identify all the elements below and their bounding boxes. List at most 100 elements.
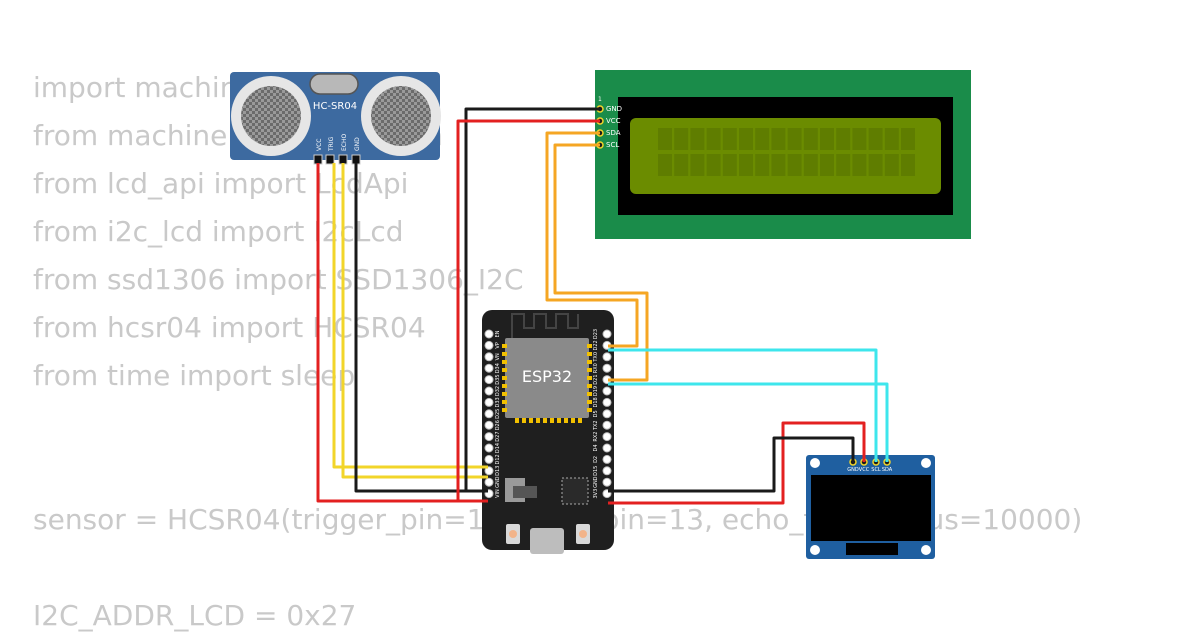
- sensor-crystal: [309, 73, 359, 95]
- esp32-pin[interactable]: [484, 420, 494, 430]
- module-pad: [502, 352, 507, 356]
- esp32-pin[interactable]: [602, 409, 612, 419]
- lcd-char-cell: [755, 128, 770, 150]
- esp32-pin-label: RX2: [593, 432, 599, 442]
- lcd-char-cell: [852, 154, 867, 176]
- lcd-pin-one-marker: 1: [598, 96, 602, 103]
- esp32-pin-label: D21: [593, 374, 599, 384]
- esp32-pin[interactable]: [602, 432, 612, 442]
- lcd-char-cell: [706, 128, 721, 150]
- esp32-pin[interactable]: [602, 477, 612, 487]
- wire-sensor-echo[interactable]: [341, 163, 488, 479]
- esp32-pin[interactable]: [484, 397, 494, 407]
- wire-lcd-gnd[interactable]: [464, 107, 600, 493]
- wire-lcd-scl[interactable]: [553, 143, 649, 382]
- esp32-pin-label: VP: [495, 342, 501, 348]
- esp32-pin[interactable]: [602, 420, 612, 430]
- module-pad: [587, 368, 592, 372]
- wire-sensor-trig[interactable]: [332, 163, 488, 469]
- module-pad: [571, 418, 575, 423]
- wire-sensor-gnd[interactable]: [354, 163, 488, 493]
- lcd-char-cell: [658, 128, 672, 150]
- usb-uart-chip: [561, 477, 589, 505]
- transducer-left-icon: [241, 86, 301, 146]
- esp32-pin-label: D27: [495, 431, 501, 441]
- module-pad: [587, 392, 592, 396]
- lcd-char-cell: [690, 128, 705, 150]
- esp32-label: ESP32: [522, 367, 572, 386]
- esp32-pin[interactable]: [602, 329, 612, 339]
- esp32-pin[interactable]: [484, 375, 494, 385]
- sensor-pin[interactable]: [325, 154, 335, 165]
- code-line: I2C_ADDR_LCD = 0x27: [33, 599, 357, 632]
- wire-oled-sda[interactable]: [608, 348, 878, 462]
- module-pad: [536, 418, 540, 423]
- esp32-pin[interactable]: [484, 386, 494, 396]
- micro-usb-port[interactable]: [530, 528, 564, 554]
- esp32-pin[interactable]: [484, 477, 494, 487]
- module-pad: [587, 360, 592, 364]
- oled-ribbon: [846, 543, 898, 555]
- lcd-char-cell: [901, 128, 915, 150]
- code-line: from lcd_api import LcdApi: [33, 167, 409, 200]
- esp32-pin[interactable]: [484, 454, 494, 464]
- lcd-char-cell: [852, 128, 867, 150]
- esp32-pin-label: GND: [593, 476, 599, 488]
- boot-button-cap[interactable]: [579, 530, 587, 538]
- wire-lcd-vcc[interactable]: [456, 119, 600, 503]
- esp32-pin[interactable]: [602, 363, 612, 373]
- lcd-char-cell: [771, 128, 786, 150]
- esp32-pin[interactable]: [484, 363, 494, 373]
- esp32-pin[interactable]: [484, 352, 494, 362]
- wire-oled-gnd[interactable]: [608, 436, 855, 493]
- esp32-pin-label: GND: [495, 476, 501, 488]
- module-pad: [529, 418, 533, 423]
- esp32-pin[interactable]: [602, 397, 612, 407]
- esp32-pin-label: D5: [593, 410, 599, 417]
- esp32-pin[interactable]: [602, 352, 612, 362]
- esp32-devkit[interactable]: ESP32 ENVPVND34D35D32D33D25D26D27D14D12D…: [482, 310, 614, 554]
- oled-mount-hole: [921, 458, 931, 468]
- wire-oled-vcc[interactable]: [608, 421, 866, 505]
- esp32-pin[interactable]: [602, 454, 612, 464]
- esp32-pin[interactable]: [484, 329, 494, 339]
- lcd-char-cell: [884, 154, 899, 176]
- esp32-pin[interactable]: [484, 409, 494, 419]
- lcd-char-cell: [836, 154, 851, 176]
- lcd-pin-label: SDA: [606, 129, 621, 137]
- sensor-pin[interactable]: [313, 154, 323, 165]
- esp32-pin-label: TX0: [593, 352, 599, 363]
- module-pad: [578, 418, 582, 423]
- esp32-pin[interactable]: [602, 443, 612, 453]
- wire-lcd-sda[interactable]: [545, 131, 639, 348]
- module-pad: [543, 418, 547, 423]
- esp32-pin-label: D4: [593, 444, 599, 451]
- antenna-trace: [511, 313, 579, 338]
- esp32-pin[interactable]: [484, 432, 494, 442]
- esp32-pin[interactable]: [602, 466, 612, 476]
- wire-sensor-vcc[interactable]: [316, 163, 488, 503]
- esp32-pin[interactable]: [484, 443, 494, 453]
- oled-display: [811, 475, 931, 541]
- wires: [316, 107, 889, 505]
- lcd-char-cell: [658, 154, 672, 176]
- lcd-char-cell: [803, 128, 818, 150]
- sensor-pin[interactable]: [351, 154, 361, 165]
- sensor-pin[interactable]: [338, 154, 348, 165]
- module-pad: [502, 408, 507, 412]
- esp32-pin[interactable]: [484, 466, 494, 476]
- lcd-pin-label: GND: [606, 105, 622, 113]
- esp32-right-header: D23D22TX0RX0D21D19D18D5TX2RX2D4D2D15GND3…: [593, 329, 612, 498]
- esp32-pin[interactable]: [602, 386, 612, 396]
- en-button-cap[interactable]: [509, 530, 517, 538]
- esp32-pin[interactable]: [484, 340, 494, 350]
- wire-oled-scl[interactable]: [608, 382, 889, 462]
- module-pad: [557, 418, 561, 423]
- lcd-char-cell: [771, 154, 786, 176]
- module-pad: [564, 418, 568, 423]
